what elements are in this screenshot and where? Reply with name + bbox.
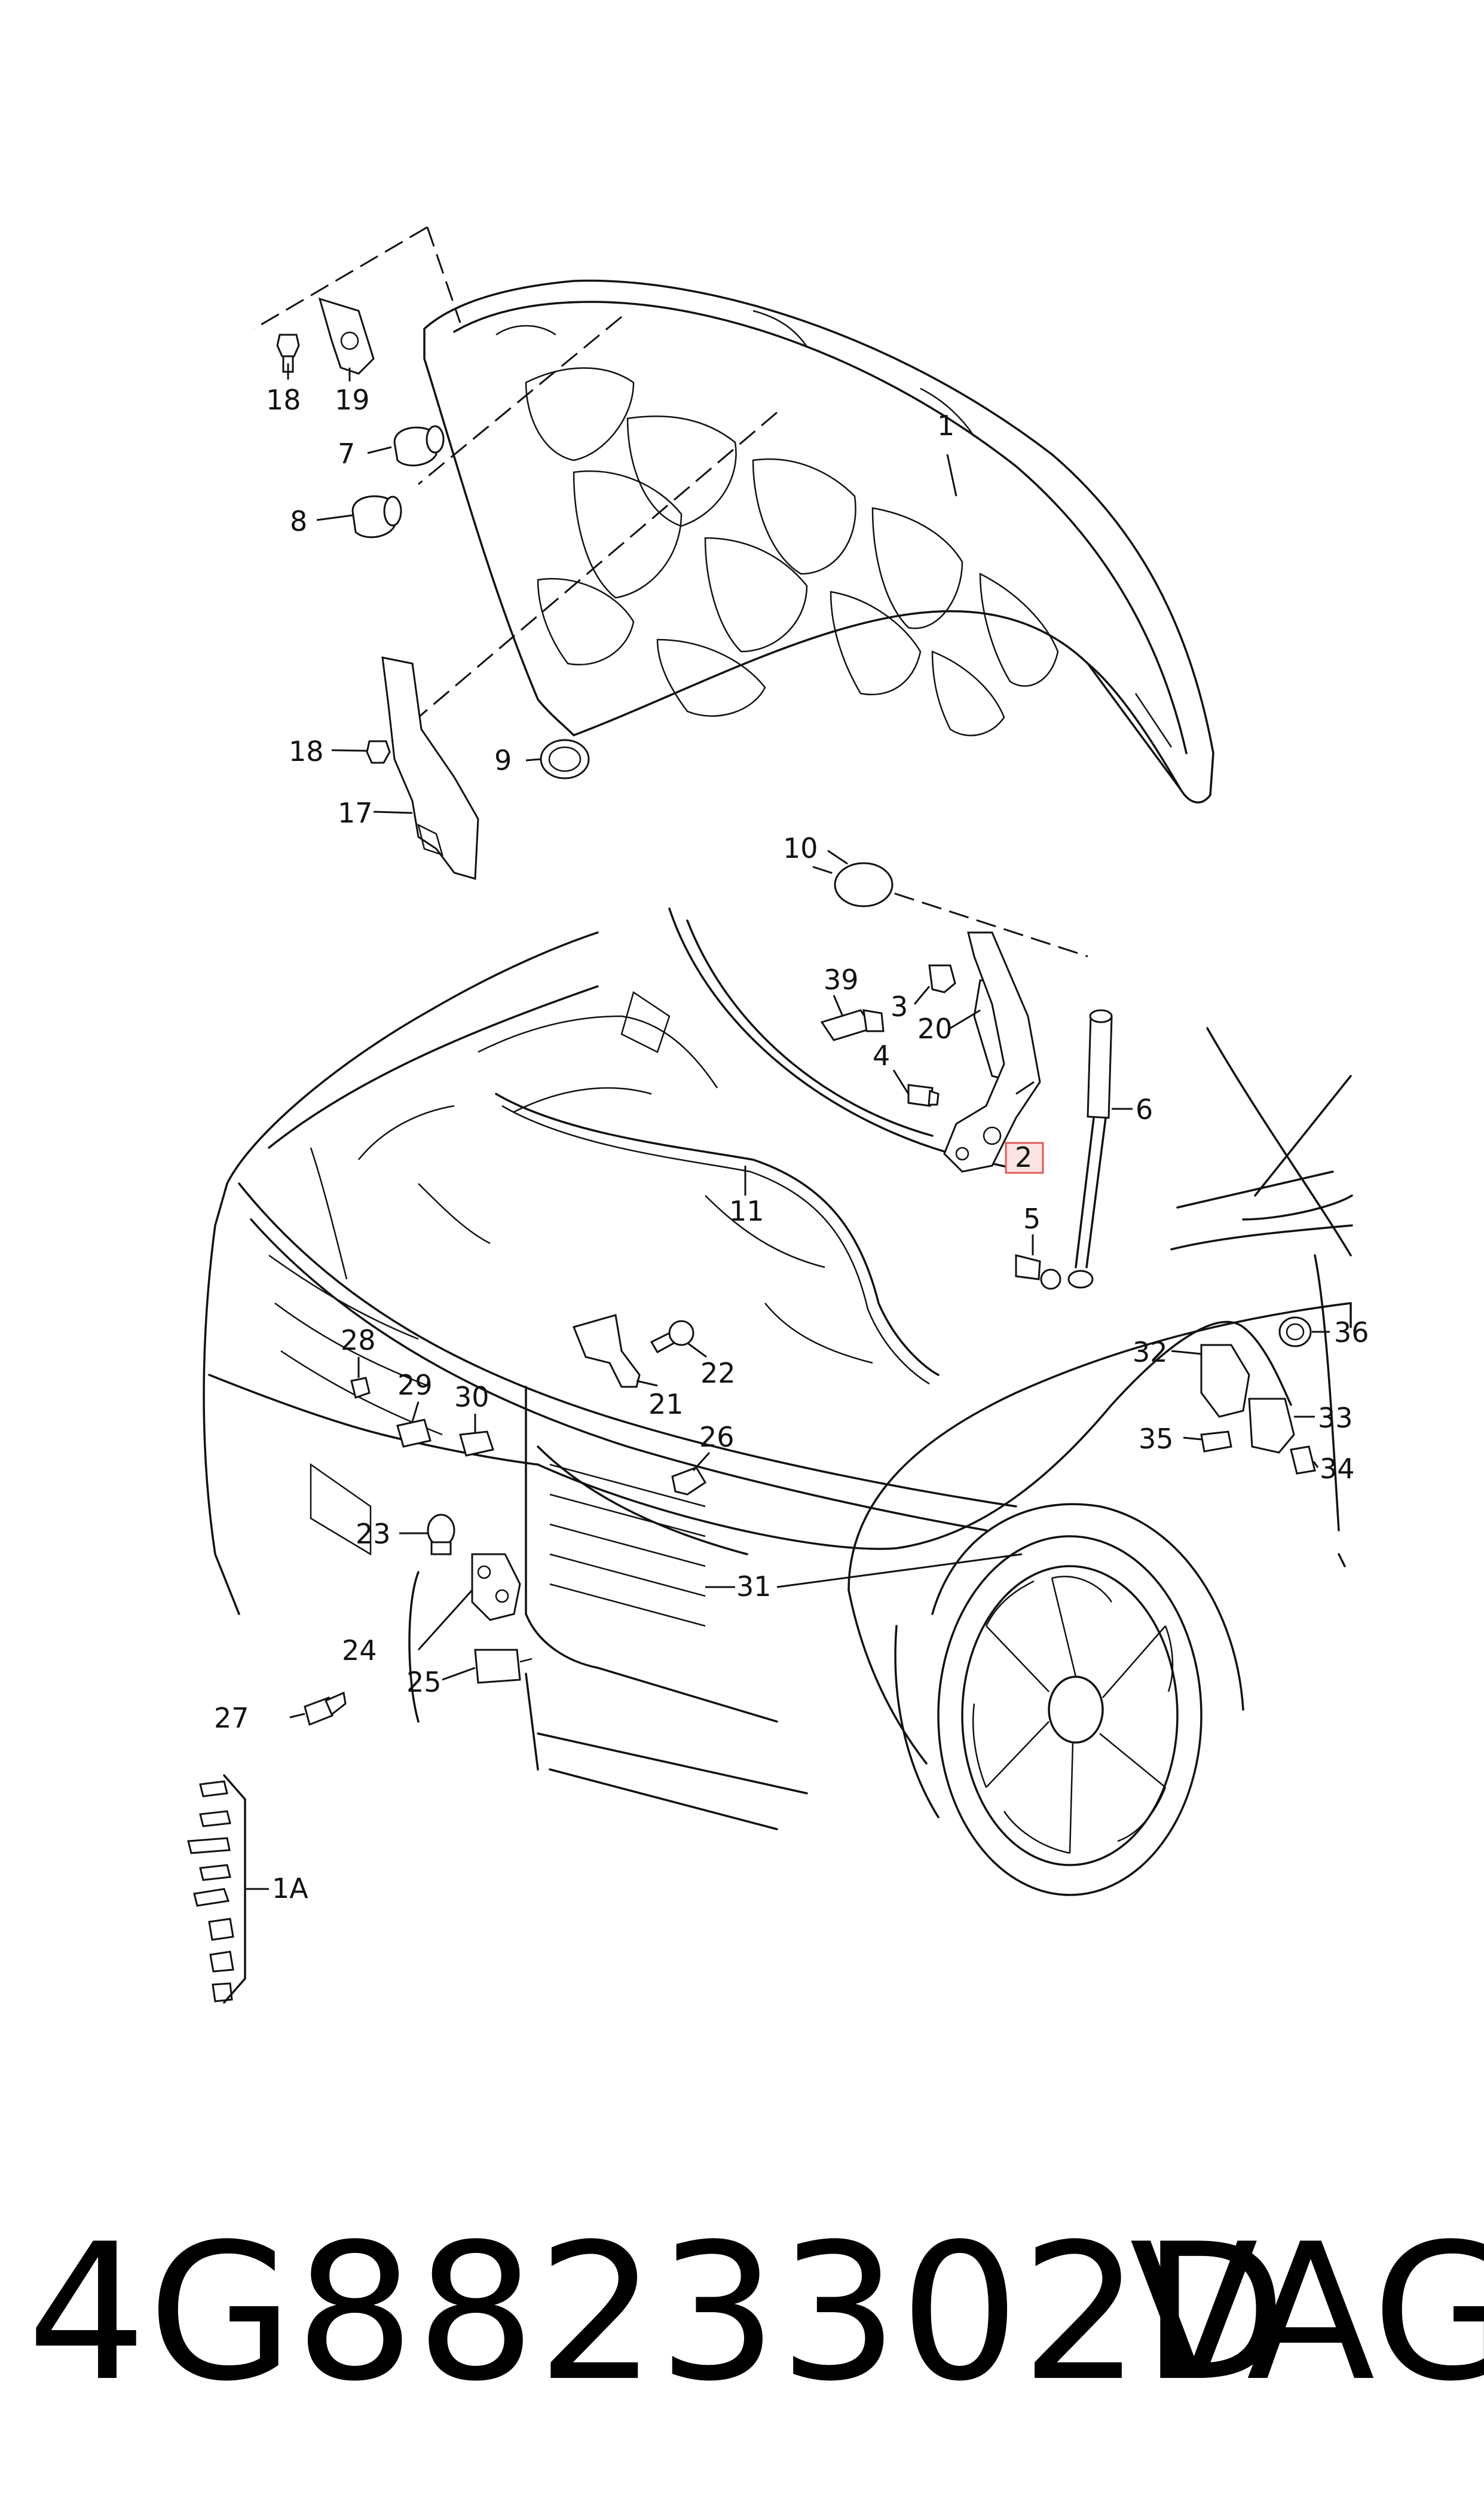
part-5-ballstud: [1015, 1254, 1061, 1290]
release-cable: [537, 1320, 1292, 1550]
callout-2-highlight: [1005, 1142, 1044, 1174]
callout-11: 11: [729, 1195, 764, 1227]
callout-3: 3: [891, 991, 908, 1023]
callout-34: 34: [1320, 1453, 1355, 1485]
vehicle-body: [203, 907, 1353, 1830]
callout-23: 23: [356, 1518, 391, 1550]
callout-5: 5: [1023, 1203, 1041, 1235]
part-26-clip: [671, 1466, 707, 1496]
callout-33: 33: [1318, 1402, 1353, 1434]
part-8-buffer: [351, 495, 402, 539]
part-30-clip: [459, 1430, 494, 1457]
part-39-clip: [820, 1009, 885, 1041]
part-19-bracket: [318, 297, 375, 375]
callout-32: 32: [1133, 1336, 1168, 1368]
part-32-latch-bracket: [1200, 1344, 1250, 1418]
part-1A-fastener-kit: [187, 1780, 234, 2003]
brand-label: VAG: [1130, 2204, 1484, 2423]
hood-panel: [423, 279, 1214, 804]
callout-31: 31: [736, 1570, 772, 1603]
part-27-bolt: [304, 1691, 347, 1726]
callout-6: 6: [1136, 1093, 1153, 1126]
callout-30: 30: [454, 1381, 489, 1413]
part-23-buffer: [427, 1514, 455, 1555]
part-22-bolt: [650, 1320, 694, 1354]
callout-25: 25: [406, 1666, 442, 1698]
callout-36: 36: [1334, 1316, 1369, 1349]
callout-1A: 1A: [272, 1872, 308, 1904]
part-34-clip: [1290, 1445, 1316, 1475]
front-wheel: [931, 1503, 1244, 1896]
part-33-bracket: [1248, 1398, 1295, 1454]
callout-20: 20: [917, 1013, 953, 1045]
part-17-hinge: [381, 656, 479, 880]
part-3-clip: [928, 964, 956, 993]
part-7-grommet: [393, 425, 445, 467]
callout-35: 35: [1139, 1423, 1174, 1455]
callout-22: 22: [700, 1357, 736, 1389]
callout-10: 10: [783, 832, 818, 864]
part-28-clip: [350, 1377, 371, 1399]
part-9-grommet: [540, 739, 590, 779]
part-2-hinge-bracket: [943, 931, 1041, 1173]
part-10-cap: [834, 862, 894, 907]
callout-9: 9: [494, 744, 512, 777]
part-29-clip: [396, 1419, 432, 1448]
callout-18-hinge: 18: [289, 735, 324, 768]
callout-1: 1: [937, 409, 954, 442]
callout-27: 27: [214, 1702, 249, 1734]
callout-18-top: 18: [266, 384, 301, 416]
callout-4: 4: [873, 1040, 890, 1072]
callout-17: 17: [338, 797, 373, 829]
callout-24: 24: [342, 1634, 377, 1667]
part-4-bolt: [907, 1084, 940, 1107]
part-25-switch: [474, 1649, 533, 1684]
callout-28: 28: [341, 1324, 376, 1356]
callout-7: 7: [338, 438, 355, 470]
part-35-bolt: [1200, 1430, 1232, 1453]
part-21-bracket: [572, 1314, 641, 1388]
callout-8: 8: [290, 505, 307, 537]
part-18-hinge-clip: [366, 740, 391, 764]
callout-21: 21: [648, 1388, 684, 1420]
callout-2: 2: [1015, 1141, 1032, 1173]
callout-39: 39: [824, 964, 859, 996]
part-36-grommet: [1278, 1316, 1312, 1347]
callout-26: 26: [699, 1421, 735, 1453]
part-6-gas-strut: [1067, 1009, 1113, 1289]
callout-19: 19: [335, 384, 370, 416]
callout-29: 29: [397, 1369, 433, 1401]
part-24-latch: [471, 1553, 521, 1621]
part-number-label: 4G8823302D: [27, 2204, 1288, 2423]
hood-seal: [495, 1093, 940, 1376]
